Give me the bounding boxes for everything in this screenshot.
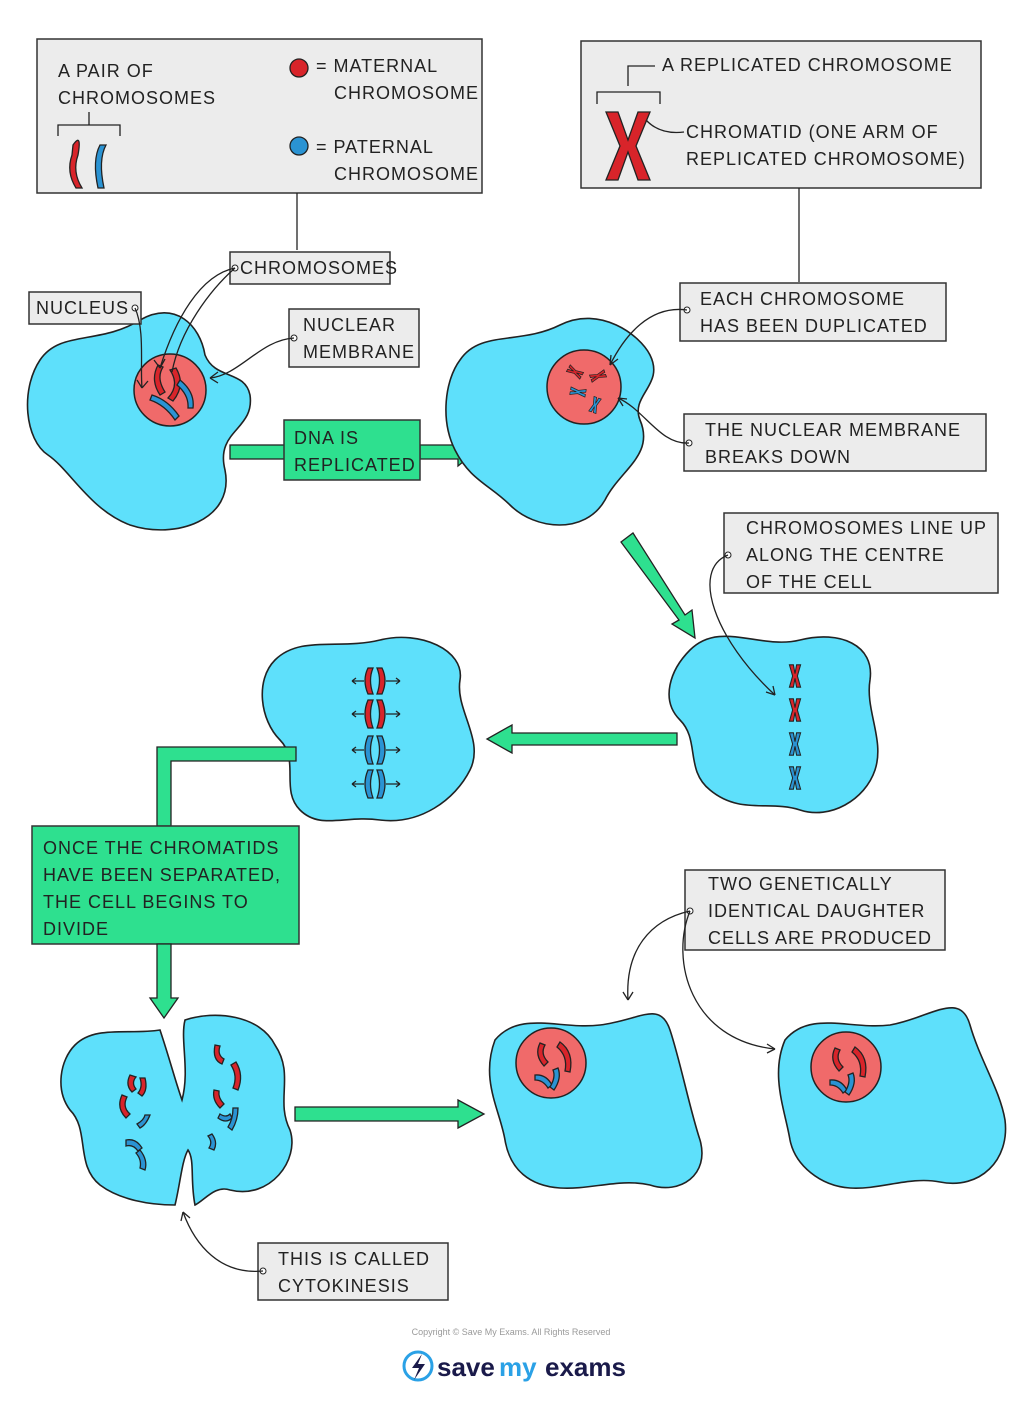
cell-4 xyxy=(261,636,475,822)
svg-text:CHROMOSOMES: CHROMOSOMES xyxy=(240,258,398,278)
paternal-dot-icon xyxy=(289,136,309,156)
nucleus-1 xyxy=(133,353,207,427)
tag-chromosomes: CHROMOSOMES xyxy=(229,251,398,285)
tag-membrane-breaks: THE NUCLEAR MEMBRANE BREAKS DOWN xyxy=(683,413,987,472)
daughter-cell-1 xyxy=(488,1013,703,1190)
svg-text:ONCE THE CHROMATIDS: ONCE THE CHROMATIDS xyxy=(43,838,279,858)
replicated-chromosome-icon xyxy=(605,111,651,181)
svg-text:CHROMOSOMES LINE UP: CHROMOSOMES LINE UP xyxy=(746,518,987,538)
cell-3 xyxy=(668,635,879,814)
arrow-to-daughters xyxy=(294,1098,486,1130)
svg-text:NUCLEAR: NUCLEAR xyxy=(303,315,396,335)
svg-text:BREAKS DOWN: BREAKS DOWN xyxy=(705,447,851,467)
tag-nucleus: NUCLEUS xyxy=(28,291,142,325)
arrow-elbow xyxy=(156,746,297,827)
legend-replicated-box: A REPLICATED CHROMOSOME CHROMATID (ONE A… xyxy=(580,40,982,189)
copyright-text: Copyright © Save My Exams. All Rights Re… xyxy=(412,1327,611,1337)
arrow-to-anaphase xyxy=(485,723,678,755)
svg-text:DIVIDE: DIVIDE xyxy=(43,919,109,939)
step-dna-replicated: DNA IS REPLICATED xyxy=(229,419,477,481)
svg-text:exams: exams xyxy=(545,1352,626,1382)
svg-text:OF THE CELL: OF THE CELL xyxy=(746,572,873,592)
lightning-icon xyxy=(412,1354,425,1380)
svg-text:THIS IS CALLED: THIS IS CALLED xyxy=(278,1249,430,1269)
svg-text:CYTOKINESIS: CYTOKINESIS xyxy=(278,1276,410,1296)
paternal-label-2: CHROMOSOME xyxy=(334,164,479,184)
svg-text:save: save xyxy=(437,1352,495,1382)
tag-line-up: CHROMOSOMES LINE UP ALONG THE CENTRE OF … xyxy=(723,512,999,594)
maternal-chromosome-icon xyxy=(69,139,84,189)
svg-text:IDENTICAL DAUGHTER: IDENTICAL DAUGHTER xyxy=(708,901,925,921)
svg-text:EACH CHROMOSOME: EACH CHROMOSOME xyxy=(700,289,905,309)
cell-2 xyxy=(445,317,655,526)
paternal-label-1: = PATERNAL xyxy=(316,137,434,157)
paternal-chromosome-icon xyxy=(94,144,108,189)
legend-pair-box: A PAIR OF CHROMOSOMES = MATERNAL CHROMOS… xyxy=(36,38,483,194)
step-separated: ONCE THE CHROMATIDS HAVE BEEN SEPARATED,… xyxy=(31,825,300,945)
svg-text:MEMBRANE: MEMBRANE xyxy=(303,342,415,362)
replicated-title: A REPLICATED CHROMOSOME xyxy=(662,55,953,75)
nucleus-2 xyxy=(546,349,622,425)
maternal-dot-icon xyxy=(289,58,309,78)
daughter-cell-2 xyxy=(777,1006,1007,1189)
legend-pair-title-1: A PAIR OF xyxy=(58,61,154,81)
svg-text:REPLICATED: REPLICATED xyxy=(294,455,416,475)
arrow-to-cytokinesis xyxy=(148,943,180,1020)
cell-1 xyxy=(26,312,252,531)
svg-text:HAVE BEEN SEPARATED,: HAVE BEEN SEPARATED, xyxy=(43,865,281,885)
svg-text:THE CELL BEGINS TO: THE CELL BEGINS TO xyxy=(43,892,249,912)
maternal-label-1: = MATERNAL xyxy=(316,56,438,76)
tag-cytokinesis: THIS IS CALLED CYTOKINESIS xyxy=(257,1242,449,1301)
chromatid-label-2: REPLICATED CHROMOSOME) xyxy=(686,149,966,169)
svg-text:NUCLEUS: NUCLEUS xyxy=(36,298,129,318)
tag-nuclear-membrane: NUCLEAR MEMBRANE xyxy=(288,308,420,368)
svg-text:CELLS ARE PRODUCED: CELLS ARE PRODUCED xyxy=(708,928,932,948)
cell-5 xyxy=(60,1014,293,1207)
brand-logo: save my exams xyxy=(402,1350,626,1382)
svg-text:ALONG THE CENTRE: ALONG THE CENTRE xyxy=(746,545,945,565)
maternal-label-2: CHROMOSOME xyxy=(334,83,479,103)
chromatid-label-1: CHROMATID (ONE ARM OF xyxy=(686,122,939,142)
svg-text:TWO GENETICALLY: TWO GENETICALLY xyxy=(708,874,893,894)
svg-text:HAS BEEN DUPLICATED: HAS BEEN DUPLICATED xyxy=(700,316,928,336)
legend-pair-title-2: CHROMOSOMES xyxy=(58,88,216,108)
svg-text:DNA IS: DNA IS xyxy=(294,428,359,448)
tag-duplicated: EACH CHROMOSOME HAS BEEN DUPLICATED xyxy=(679,282,947,342)
tag-daughter-cells: TWO GENETICALLY IDENTICAL DAUGHTER CELLS… xyxy=(684,869,946,951)
svg-text:THE NUCLEAR MEMBRANE: THE NUCLEAR MEMBRANE xyxy=(705,420,961,440)
svg-text:my: my xyxy=(499,1352,537,1382)
arrow-to-metaphase xyxy=(620,532,696,640)
